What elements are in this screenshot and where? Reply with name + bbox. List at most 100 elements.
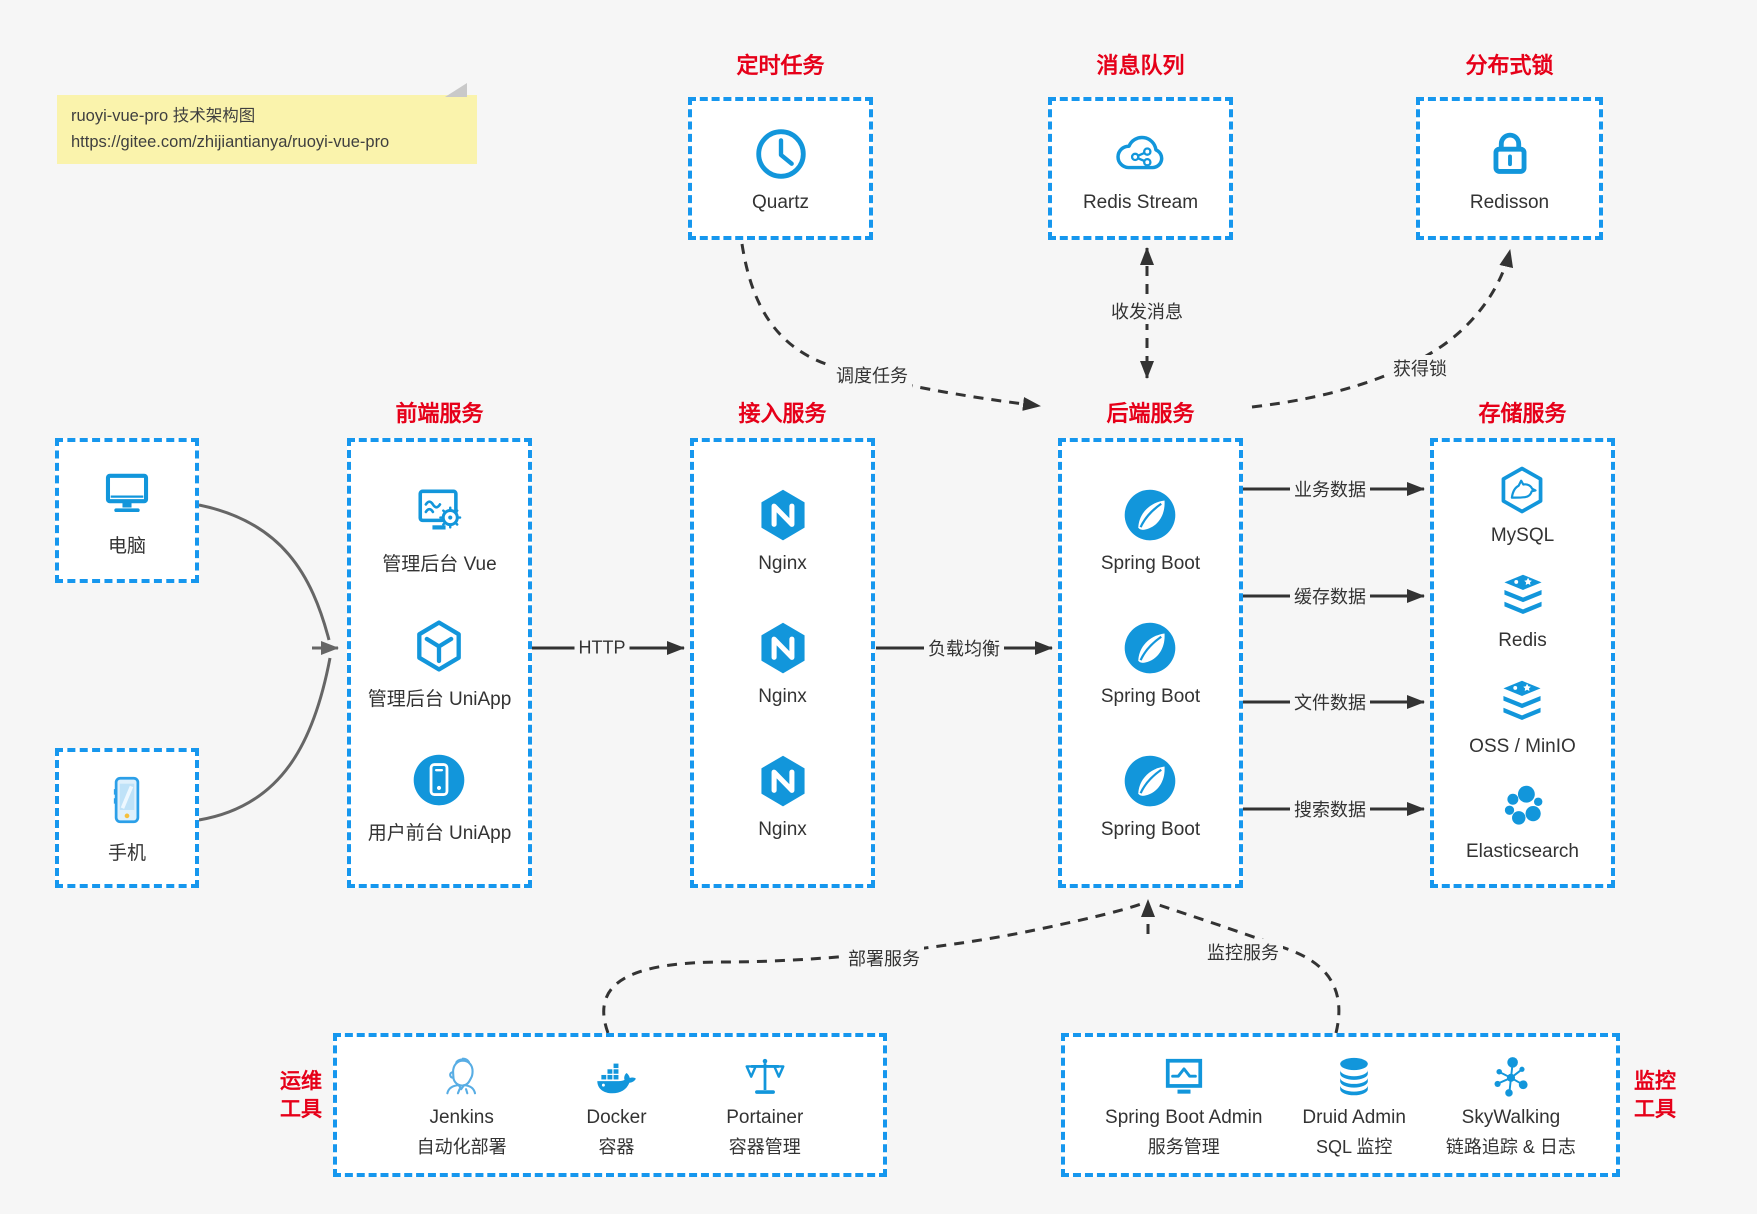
group-frontend-service: 管理后台 Vue 管理后台 UniApp 用户前台 UniApp [347,438,532,888]
note-fold-corner [445,83,467,97]
title-frontend-service: 前端服务 [395,401,484,426]
spring-leaf-icon [1120,751,1180,811]
monitor-pulse-icon [1158,1051,1210,1103]
title-access-service: 接入服务 [738,401,827,426]
padlock-icon [1479,123,1541,185]
title-distributed-lock: 分布式锁 [1465,53,1554,78]
node-druid-admin: Druid Admin SQL 监控 [1302,1051,1406,1159]
node-label: OSS / MinIO [1469,735,1576,757]
sticky-note: ruoyi-vue-pro 技术架构图 https://gitee.com/zh… [57,83,477,165]
node-admin-vue: 管理后台 Vue [382,481,497,576]
label-monitor-tools: 监控 工具 [1634,1070,1676,1121]
mobile-app-circle-icon [409,750,469,810]
edge-label-messages: 收发消息 [1107,298,1187,324]
node-label: 管理后台 Vue [382,554,497,576]
node-label: Nginx [758,819,807,840]
node-springboot-admin: Spring Boot Admin 服务管理 [1105,1051,1262,1159]
tool-name: SkyWalking [1461,1107,1561,1128]
node-quartz: Quartz [688,97,873,240]
smartphone-icon [98,771,156,829]
group-ops-tools: Jenkins 自动化部署 Docker 容器 [333,1033,887,1177]
node-nginx-1: Nginx [753,485,813,575]
jenkins-icon [436,1051,488,1103]
edge-label-deploy: 部署服务 [844,945,924,971]
node-elasticsearch: Elasticsearch [1466,779,1579,863]
node-label: 管理后台 UniApp [367,688,512,710]
tool-name: Druid Admin [1302,1107,1406,1128]
node-label: Redis [1498,630,1547,652]
title-scheduled-task: 定时任务 [736,53,825,78]
node-portainer: Portainer 容器管理 [726,1051,803,1159]
label-ops-tools: 运维 工具 [280,1070,322,1121]
title-message-queue: 消息队列 [1096,53,1185,78]
tool-subtitle: 链路追踪 & 日志 [1445,1137,1576,1157]
elasticsearch-cluster-icon [1496,779,1550,833]
node-jenkins: Jenkins 自动化部署 [417,1051,507,1159]
tool-name: Portainer [726,1107,804,1128]
edge-label-file-data: 文件数据 [1290,689,1370,715]
admin-screen-gear-icon [409,481,469,541]
edge-label-acquire-lock: 获得锁 [1389,355,1451,381]
edge-label-http: HTTP [574,637,630,659]
database-cylinder-icon [1328,1051,1380,1103]
node-mobile-client: 手机 [55,748,199,888]
node-label: MySQL [1490,525,1555,547]
node-label: Redis Stream [1082,192,1199,213]
edge-label-schedule: 调度任务 [832,362,912,388]
node-skywalking: SkyWalking 链路追踪 & 日志 [1446,1051,1576,1159]
node-redisson: Redisson [1416,97,1603,240]
tool-name: Spring Boot Admin [1105,1107,1263,1128]
spring-leaf-icon [1120,485,1180,545]
clock-icon [750,123,812,185]
node-mysql: MySQL [1491,463,1554,547]
topology-icon [1485,1051,1537,1103]
node-springboot-2: Spring Boot [1101,618,1200,708]
nginx-hexagon-icon [753,618,813,678]
nginx-hexagon-icon [753,751,813,811]
node-label: Spring Boot [1100,553,1201,574]
node-springboot-1: Spring Boot [1101,485,1200,575]
title-storage-service: 存储服务 [1478,401,1567,426]
edge-label-cache-data: 缓存数据 [1290,583,1370,609]
node-pc-client: 电脑 [55,438,199,583]
storage-stack-icon [1495,674,1549,728]
cloud-share-icon [1110,123,1172,185]
node-nginx-3: Nginx [753,751,813,841]
node-label: Elasticsearch [1466,840,1579,862]
group-monitor-tools: Spring Boot Admin 服务管理 Druid Admin SQL 监… [1061,1033,1620,1177]
tool-subtitle: 容器 [598,1137,635,1157]
tool-subtitle: SQL 监控 [1315,1137,1393,1157]
nginx-hexagon-icon [753,485,813,545]
edge-label-monitor: 监控服务 [1203,939,1283,965]
node-label: Spring Boot [1100,819,1201,840]
node-redis: Redis [1496,568,1550,652]
tool-subtitle: 自动化部署 [416,1137,507,1157]
docker-whale-icon [590,1051,642,1103]
node-oss-minio: OSS / MinIO [1469,674,1576,758]
node-nginx-2: Nginx [753,618,813,708]
node-label: Nginx [758,553,807,574]
node-label: 手机 [107,843,146,864]
title-backend-service: 后端服务 [1106,401,1195,426]
node-docker: Docker 容器 [586,1051,647,1159]
mysql-hexagon-icon [1495,463,1549,517]
node-label: Redisson [1469,192,1550,213]
tool-name: Docker [586,1107,647,1128]
group-backend-service: Spring Boot Spring Boot Spring Boot [1058,438,1243,888]
node-label: Quartz [751,192,810,213]
note-url: https://gitee.com/zhijiantianya/ruoyi-vu… [71,132,390,151]
node-label: 电脑 [107,535,146,557]
node-redis-stream: Redis Stream [1048,97,1233,240]
hexagon-cube-icon [409,616,469,676]
node-label: Nginx [758,686,807,707]
edge-label-search-data: 搜索数据 [1290,796,1370,822]
edge-label-load-balance: 负载均衡 [924,635,1004,661]
node-springboot-3: Spring Boot [1101,751,1200,841]
note-title: ruoyi-vue-pro 技术架构图 [71,107,256,125]
scales-icon [739,1051,791,1103]
edge-label-business-data: 业务数据 [1290,476,1370,502]
node-admin-uniapp: 管理后台 UniApp [367,616,512,711]
node-user-uniapp: 用户前台 UniApp [368,750,511,845]
desktop-icon [98,464,156,522]
